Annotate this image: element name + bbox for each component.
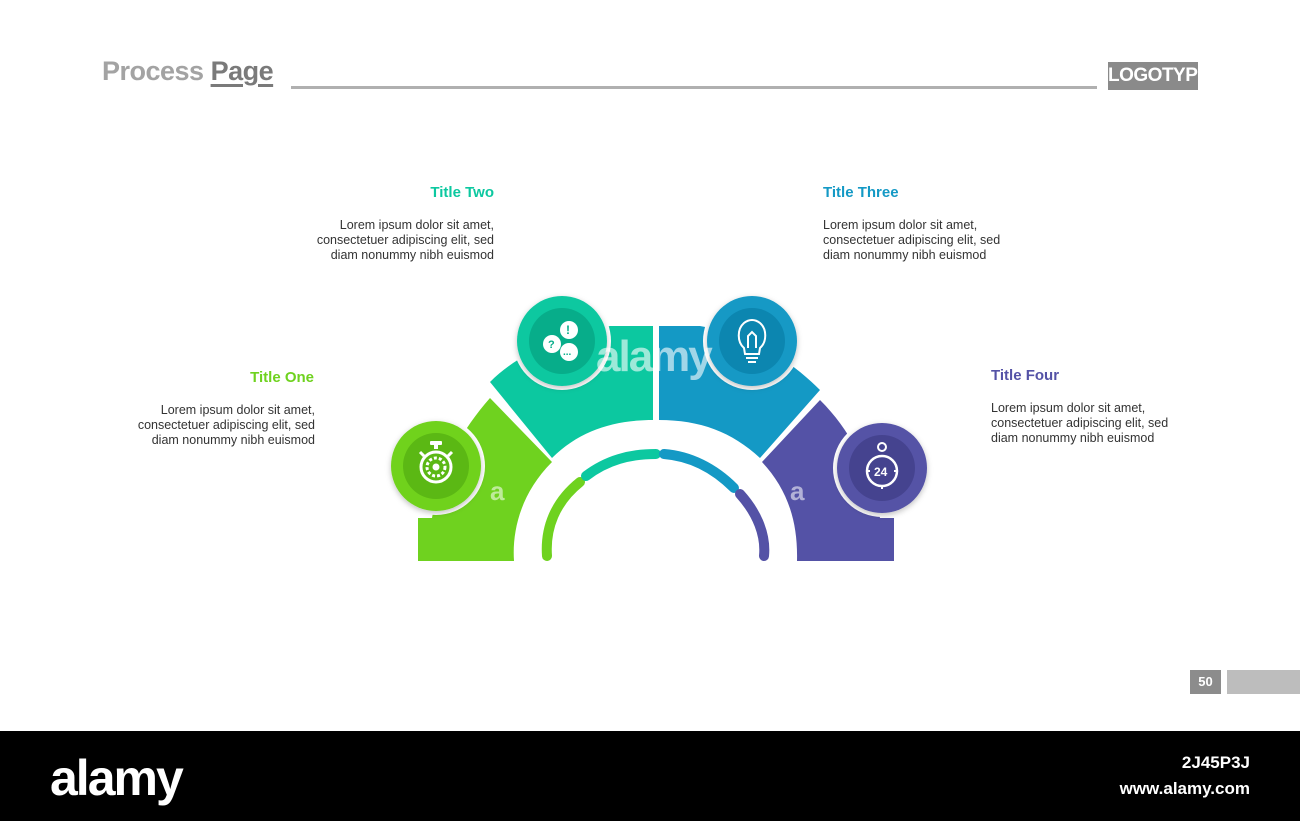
svg-text:!: ! [566, 323, 570, 337]
step-two-desc-line: consectetuer adipiscing elit, sed [316, 233, 494, 247]
footer-url: www.alamy.com [1119, 779, 1250, 798]
step-one-description: Lorem ipsum dolor sit amet, consectetuer… [95, 403, 315, 448]
page-number-bar [1227, 670, 1300, 694]
page-number: 50 [1190, 670, 1221, 694]
footer-image-id: 2J45P3J [1181, 753, 1250, 772]
inner-arc-two [581, 449, 661, 481]
inner-arc-one [541, 477, 585, 561]
step-three-desc-line: Lorem ipsum dolor sit amet, [823, 218, 978, 232]
segment-mark-left: a [490, 476, 505, 506]
inner-arc-three [659, 449, 739, 493]
step-one-title: Title One [250, 369, 314, 386]
step-one-desc-line: diam nonummy nibh euismod [151, 433, 315, 447]
svg-text:?: ? [548, 339, 555, 351]
step-three-desc-line: diam nonummy nibh euismod [823, 248, 987, 262]
step-four-description: Lorem ipsum dolor sit amet, consectetuer… [991, 401, 1211, 446]
step-three-description: Lorem ipsum dolor sit amet, consectetuer… [823, 218, 1043, 263]
watermark-text: alamy [596, 332, 713, 381]
24-hour-clock-icon: 24 [865, 442, 899, 489]
step-one-desc-line: consectetuer adipiscing elit, sed [137, 418, 315, 432]
step-three-desc-line: consectetuer adipiscing elit, sed [823, 233, 1001, 247]
speech-bubbles-icon: ! ? ... [543, 321, 578, 361]
footer-logo: alamy [50, 750, 184, 806]
step-four-icon-circle: 24 [833, 419, 931, 517]
step-two-desc-line: Lorem ipsum dolor sit amet, [339, 218, 494, 232]
step-two-desc-line: diam nonummy nibh euismod [330, 248, 494, 262]
footer-banner: alamy 2J45P3J www.alamy.com [0, 731, 1300, 821]
svg-text:...: ... [563, 347, 572, 358]
lightbulb-icon [737, 319, 767, 363]
stopwatch-gear-icon [418, 441, 454, 484]
page-title: Process Page [102, 56, 274, 87]
step-four-desc-line: consectetuer adipiscing elit, sed [991, 416, 1169, 430]
step-one-icon-circle [387, 417, 485, 515]
inner-arc-four [735, 489, 770, 561]
step-three-icon-circle [703, 292, 801, 390]
step-two-title: Title Two [430, 184, 494, 201]
segment-mark-right: a [790, 476, 805, 506]
clock-24-label: 24 [874, 465, 888, 479]
segment-one [418, 398, 552, 561]
step-three-title: Title Three [823, 184, 899, 201]
page-title-part2: Page [210, 56, 274, 86]
segment-four [762, 400, 894, 561]
slide: Process Page LOGOTYPE a a [95, 56, 1300, 694]
step-four-title: Title Four [991, 367, 1060, 384]
header-divider [291, 86, 1097, 89]
page-title-part1: Process [102, 56, 204, 86]
step-two-description: Lorem ipsum dolor sit amet, consectetuer… [274, 218, 494, 263]
step-two-icon-circle: ! ? ... [513, 292, 611, 390]
step-four-desc-line: Lorem ipsum dolor sit amet, [991, 401, 1146, 415]
logotype-badge: LOGOTYPE [1108, 62, 1210, 90]
step-four-desc-line: diam nonummy nibh euismod [991, 431, 1155, 445]
process-diagram: a a ! [387, 292, 931, 561]
step-one-desc-line: Lorem ipsum dolor sit amet, [160, 403, 315, 417]
